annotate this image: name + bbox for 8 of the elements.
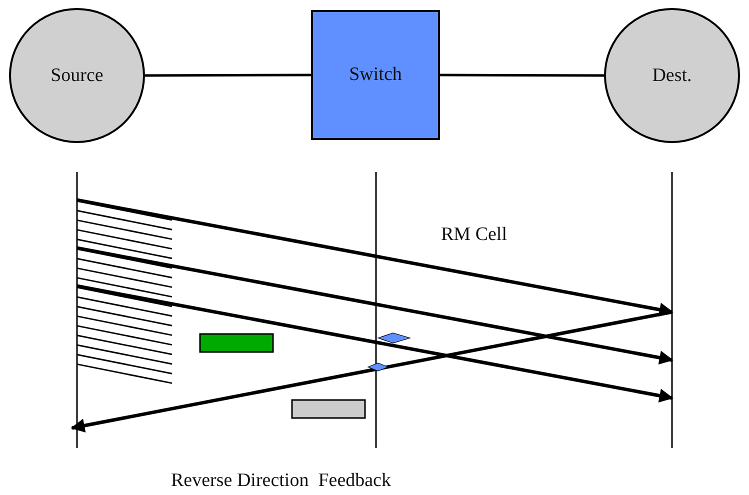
cell-annotation: RM Cell (441, 224, 507, 246)
connector-line (440, 74, 604, 77)
node-label: Dest. (652, 64, 692, 86)
connector-line (145, 74, 311, 77)
node-label: Source (50, 64, 104, 86)
node-label: Switch (349, 64, 402, 86)
switch-box (311, 10, 440, 140)
caption-text: Reverse Direction Feedback (171, 470, 391, 492)
